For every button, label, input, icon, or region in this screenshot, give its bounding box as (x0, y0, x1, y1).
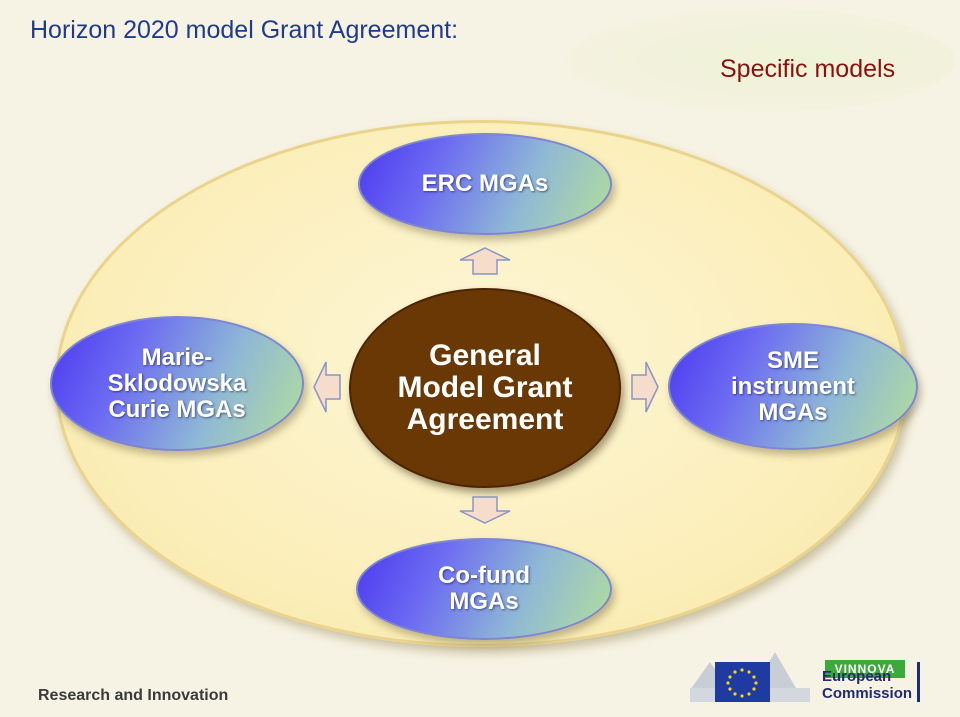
node-cofund: Co-fund MGAs (356, 538, 612, 640)
european-commission-label: European Commission (822, 668, 913, 702)
subtitle-background (565, 8, 955, 113)
arrow-right-icon (631, 361, 659, 413)
node-general-mga: General Model Grant Agreement (349, 288, 621, 488)
slide-title: Horizon 2020 model Grant Agreement: (30, 16, 459, 44)
slide-subtitle: Specific models (720, 55, 896, 83)
arrow-up-icon (459, 247, 511, 275)
node-general-mga-label: General Model Grant Agreement (397, 339, 573, 436)
node-msca: Marie- Sklodowska Curie MGAs (50, 316, 304, 451)
node-msca-label: Marie- Sklodowska Curie MGAs (107, 343, 247, 423)
arrow-down-icon (459, 496, 511, 524)
node-sme: SME instrument MGAs (668, 323, 918, 450)
node-cofund-label: Co-fund MGAs (438, 562, 530, 615)
node-erc-label: ERC MGAs (421, 170, 549, 197)
ec-building-flag-icon (690, 652, 810, 702)
ec-logo-bar (917, 662, 920, 702)
footer-research-innovation: Research and Innovation (38, 687, 229, 704)
arrow-left-icon (313, 361, 341, 413)
node-erc: ERC MGAs (358, 133, 612, 235)
node-sme-label: SME instrument MGAs (730, 346, 855, 426)
vinnova-logo: VINNOVA (825, 660, 905, 678)
